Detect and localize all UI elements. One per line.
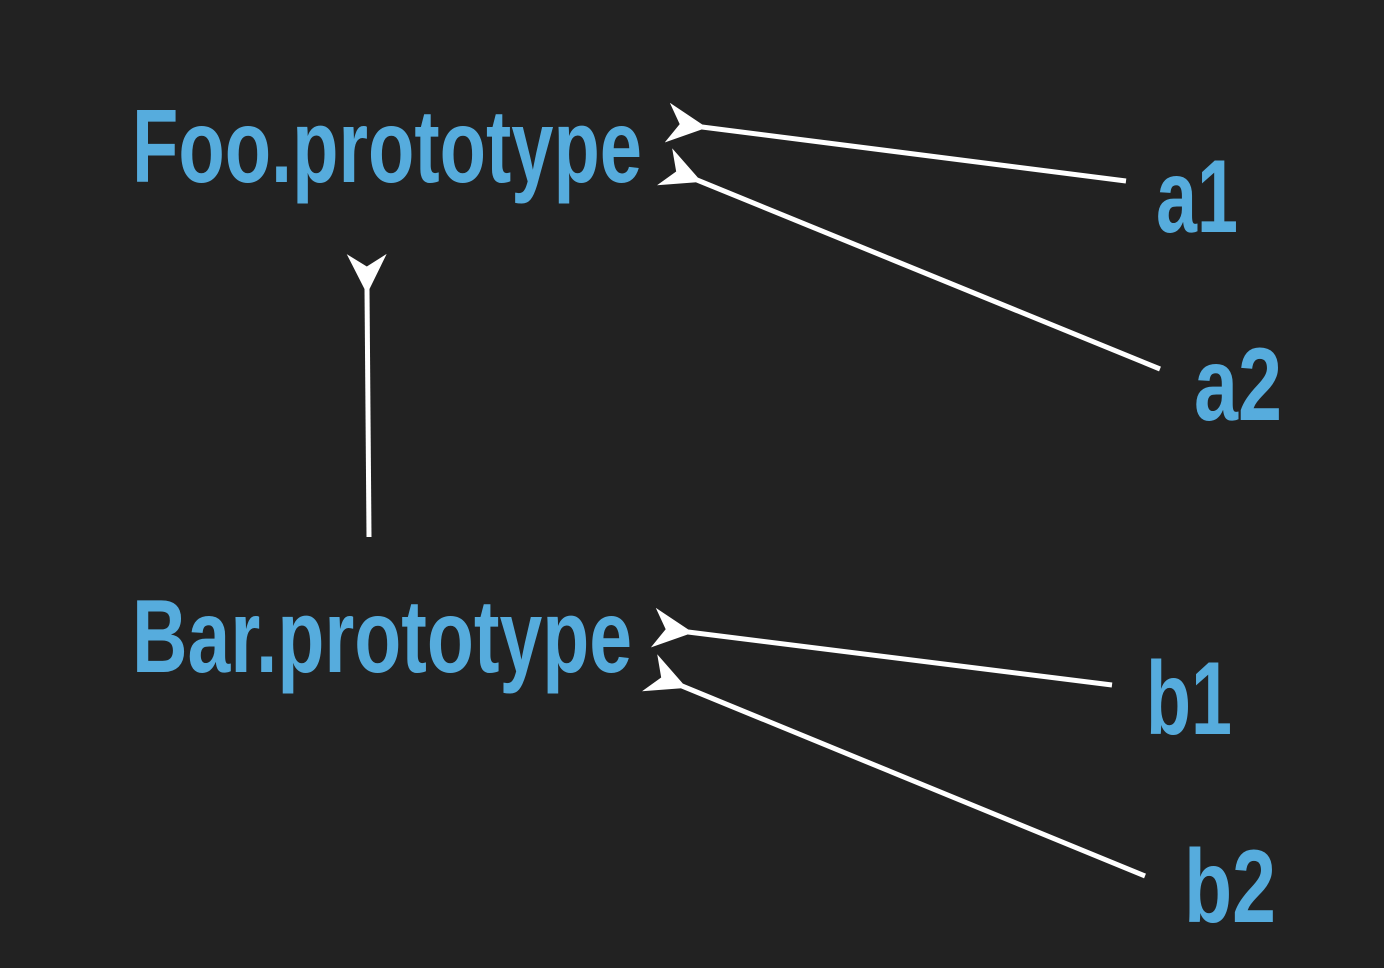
node-a1: a1 [1156,139,1238,255]
arrow-a1-to-foo [664,102,1127,184]
arrow-a2-to-foo [657,148,1161,372]
node-b2: b2 [1184,829,1276,945]
node-b1: b1 [1146,641,1232,757]
arrow-b1-to-bar [650,607,1113,688]
arrow-b2-to-bar [642,654,1146,879]
node-foo-prototype: Foo.prototype [132,89,642,205]
node-a2: a2 [1194,327,1282,443]
node-bar-prototype: Bar.prototype [132,579,632,695]
arrow-bar-to-foo [346,253,387,538]
